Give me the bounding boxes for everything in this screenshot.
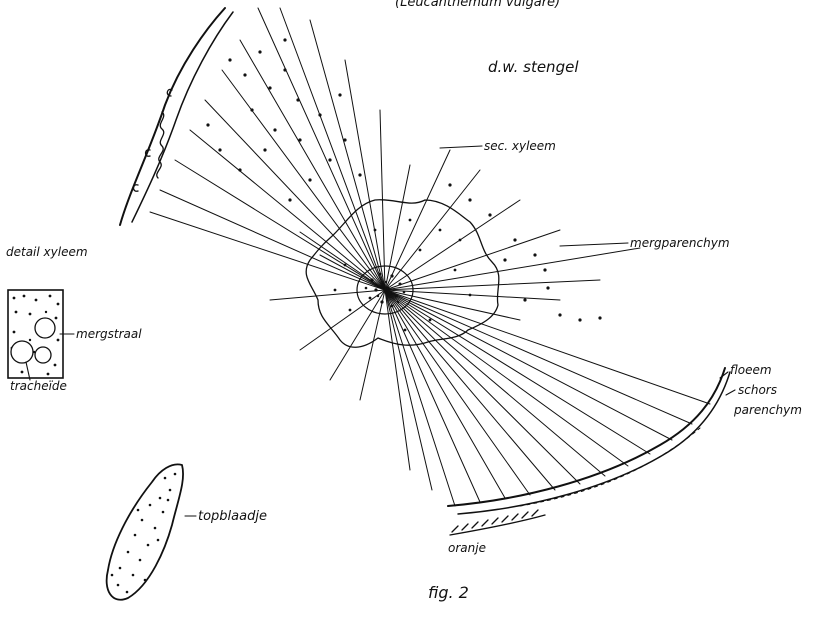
label-mergstraal: mergstraal xyxy=(76,327,142,341)
upper-bark-outline xyxy=(120,8,225,225)
xylem-stipple-dots xyxy=(206,38,601,331)
lower-xylem-rays xyxy=(270,150,710,506)
lower-bark-stipple xyxy=(520,428,700,506)
label-detail-xyleem: detail xyleem xyxy=(6,245,88,259)
subtitle-text: d.w. stengel xyxy=(488,58,579,76)
label-floeem: floeem xyxy=(730,363,772,377)
lower-bark-inner-outline xyxy=(458,372,730,514)
detail-xylem-drawing xyxy=(8,290,63,378)
label-oranje: oranje xyxy=(448,541,486,555)
label-mergparenchym: mergparenchym xyxy=(630,236,730,250)
label-tracheide: tracheïde xyxy=(10,379,67,393)
label-topblaadje: topblaadje xyxy=(198,509,267,524)
label-sec-xyleem: sec. xyleem xyxy=(484,139,556,153)
upper-xylem-rays xyxy=(150,8,410,290)
top-heading-text: (Leucanthemum vulgare) xyxy=(395,0,560,10)
label-parenchym: parenchym xyxy=(733,403,802,417)
figure-caption: fig. 2 xyxy=(428,583,469,602)
label-schors: schors xyxy=(738,383,777,397)
upper-bark-inner-outline xyxy=(132,12,233,222)
